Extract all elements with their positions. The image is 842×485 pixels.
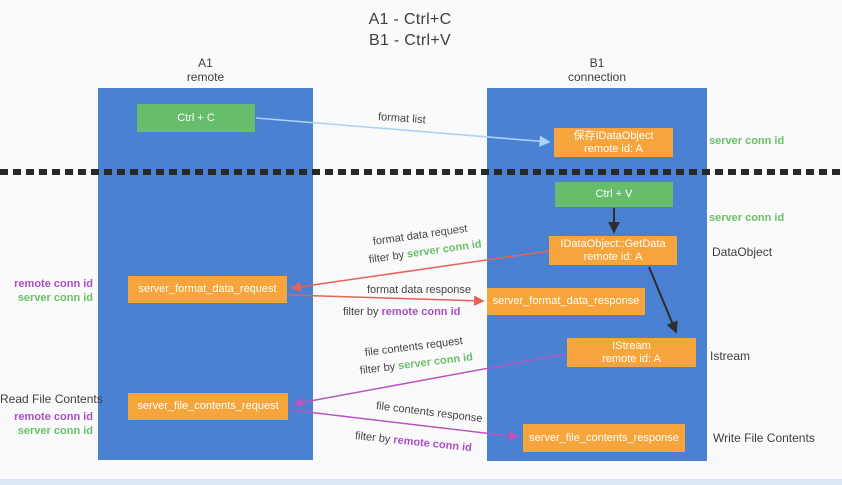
title-line-1: A1 - Ctrl+C bbox=[368, 11, 452, 28]
getdata-to-istream-arrow bbox=[648, 266, 678, 334]
column-b1-name: B1 bbox=[589, 56, 605, 70]
ctrl-c-label: Ctrl + C bbox=[177, 111, 215, 124]
server-conn-id-left-1: server conn id bbox=[17, 292, 93, 304]
node-server-format-data-response: server_format_data_response bbox=[487, 288, 645, 315]
column-header-a1: A1 remote bbox=[98, 56, 313, 84]
dotted-divider-line bbox=[0, 169, 842, 175]
server-conn-id-right-top: server conn id bbox=[709, 135, 785, 147]
remote-conn-id-text-1: remote conn id bbox=[381, 306, 461, 318]
column-header-b1: B1 connection bbox=[487, 56, 707, 84]
node-server-file-contents-request: server_file_contents_request bbox=[128, 393, 288, 420]
file-contents-response-arrow bbox=[290, 409, 520, 442]
remote-conn-id-left-2: remote conn id bbox=[14, 411, 93, 423]
file-response-label: server_file_contents_response bbox=[529, 431, 679, 444]
column-a1-name: A1 bbox=[198, 56, 213, 70]
file-contents-request-arrow bbox=[292, 353, 566, 408]
read-file-contents-label: Read File Contents bbox=[0, 392, 103, 406]
ctrl-v-label: Ctrl + V bbox=[595, 188, 633, 200]
node-server-format-data-request: server_format_data_request bbox=[128, 276, 287, 303]
node-save-idataobject: 保存IDataObject remote id: A bbox=[554, 128, 673, 157]
format-response-label: server_format_data_response bbox=[492, 295, 640, 307]
diagram-title: A1 - Ctrl+C B1 - Ctrl+V bbox=[0, 9, 820, 51]
node-ctrl-c: Ctrl + C bbox=[137, 104, 255, 132]
istream-line2: remote id: A bbox=[602, 352, 661, 365]
getdata-line1: IDataObject::GetData bbox=[560, 237, 666, 250]
title-line-2: B1 - Ctrl+V bbox=[369, 32, 451, 49]
remote-conn-id-left-1: remote conn id bbox=[14, 278, 93, 290]
filter-by-remote-conn-id-label-1: filter by remote conn id bbox=[343, 306, 460, 319]
node-idataobject-getdata: IDataObject::GetData remote id: A bbox=[549, 236, 677, 265]
dataobject-label: DataObject bbox=[712, 245, 773, 259]
format-data-request-arrow bbox=[290, 250, 550, 292]
file-request-label: server_file_contents_request bbox=[137, 400, 279, 412]
write-file-contents-label: Write File Contents bbox=[713, 431, 815, 445]
bottom-edge-strip bbox=[0, 479, 842, 485]
node-istream: IStream remote id: A bbox=[567, 338, 696, 367]
filter-by-text-2: filter by bbox=[343, 306, 382, 318]
save-idataobject-line2: remote id: A bbox=[584, 142, 643, 155]
node-ctrl-v: Ctrl + V bbox=[555, 182, 673, 207]
node-server-file-contents-response: server_file_contents_response bbox=[523, 424, 685, 452]
server-conn-id-left-2: server conn id bbox=[17, 425, 93, 437]
format-data-response-label: format data response bbox=[367, 284, 471, 296]
format-request-label: server_format_data_request bbox=[138, 283, 277, 295]
save-idataobject-line1: 保存IDataObject bbox=[573, 129, 654, 142]
istream-line1: IStream bbox=[612, 339, 651, 352]
column-a1-subtitle: remote bbox=[186, 70, 225, 84]
format-data-response-arrow bbox=[288, 294, 485, 306]
istream-side-label: Istream bbox=[710, 349, 751, 363]
left-conn-id-group-1: remote conn id server conn id bbox=[0, 277, 93, 305]
format-list-arrow bbox=[255, 117, 551, 147]
column-b1-subtitle: connection bbox=[567, 70, 627, 84]
server-conn-id-right-mid: server conn id bbox=[709, 212, 785, 224]
left-conn-id-group-2: remote conn id server conn id bbox=[0, 410, 93, 438]
getdata-line2: remote id: A bbox=[583, 250, 643, 263]
